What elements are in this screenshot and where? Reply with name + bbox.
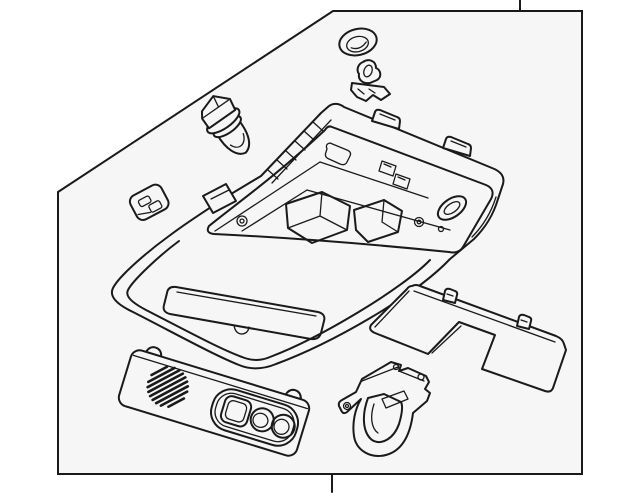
speaker-grille [143,362,193,412]
grommet-slot [351,42,368,50]
trim-plate-tab-1 [443,289,457,303]
module-ear-hole-3-inner [346,405,349,408]
tray-clip-1 [379,161,396,176]
module-scoop-step [372,404,378,433]
retainer-clip [351,60,390,101]
module-bracket [339,362,430,456]
boss-2-hole [417,220,421,224]
module-ear-hole-3 [344,403,351,410]
lens-switch-panel [117,341,314,458]
bulb-socket [193,89,261,164]
mount-tab-1 [372,110,400,129]
grille-line [153,374,187,408]
module-outline [339,362,430,456]
retainer-clip-base-line2 [369,89,375,93]
center-box-edges [288,192,347,230]
grille-line [148,366,182,400]
tray-slot [325,143,350,165]
module-scoop [364,394,402,442]
module-ridge-2 [399,371,424,381]
tray-clip-1-line [384,164,391,167]
grille-line [168,395,183,410]
right-rim-line [472,197,496,237]
module-ridge-1 [362,367,398,381]
trim-plate-edge-top [414,291,555,342]
module-inner-plate [382,391,408,408]
rib-5 [304,131,314,140]
switch-cluster-inner [211,390,297,446]
console-housing [112,104,504,368]
grommet [336,25,379,59]
switch-button [219,394,253,428]
retainer-clip-base-line1 [358,89,364,94]
trim-plate-notch-line [432,326,461,353]
tray-rim [208,126,493,252]
socket-wedge-edge [202,100,228,118]
tray-clip-2 [393,174,410,189]
rib-2 [277,160,287,169]
floor-line-1 [215,162,320,231]
lamp-opening-notch [234,325,249,334]
grommet-outer [336,25,379,59]
spring-clip-step [138,209,150,218]
trim-plate [370,285,566,392]
rib-6 [313,122,323,131]
grommet-inner [345,34,370,54]
switch-button-inner [224,399,248,423]
mount-tab-2-line [451,141,466,147]
boss-2 [415,218,424,227]
lens-panel-edge [133,355,307,408]
lens-round-2-inner [272,417,291,436]
lamp-opening [164,287,325,339]
grille-line [152,363,167,378]
boss-1 [237,216,247,226]
mount-tab-2 [443,137,471,156]
center-box-2-edges [382,200,398,232]
spring-clip-slot-2 [148,200,162,213]
retainer-clip-base [351,83,390,101]
console-silhouette [112,104,504,368]
grille-line [161,386,187,412]
clip-hole-inner [442,199,462,217]
retainer-clip-loop [358,60,381,83]
spring-clip [127,182,171,222]
console-side-tab-line [211,190,229,199]
lens-round-1-inner [251,411,269,429]
socket-wedge-facet [212,96,221,107]
boss-1-hole [240,219,244,223]
grille-line [156,379,188,411]
lens-round-2 [269,412,298,441]
boss-3 [439,227,444,232]
switch-cluster-outer [206,385,302,451]
trim-plate-tab-2 [517,315,531,329]
spring-clip-slot-1 [138,195,152,207]
trim-plate-tab-2-line [521,320,527,322]
floor-line-3 [242,190,307,231]
floor-line-2 [320,162,428,198]
clip-hole-outer [434,191,471,224]
lens-panel-tab-left [146,345,163,356]
lamp-opening-inner [177,292,316,316]
trim-plate-tab-1-line [447,294,453,296]
trim-plate-edge-left [375,291,409,327]
grille-line [148,362,174,388]
bezel-rim [127,241,430,360]
retainer-clip-loop-inner [362,64,374,78]
grille-line [150,369,185,404]
grille-line [148,363,180,395]
mount-tab-1-line [380,114,395,120]
tray-clip-2-line [398,177,405,180]
bulb-highlight [229,134,248,151]
trim-plate-outline [370,285,566,392]
lens-panel-tab-right [286,388,303,399]
